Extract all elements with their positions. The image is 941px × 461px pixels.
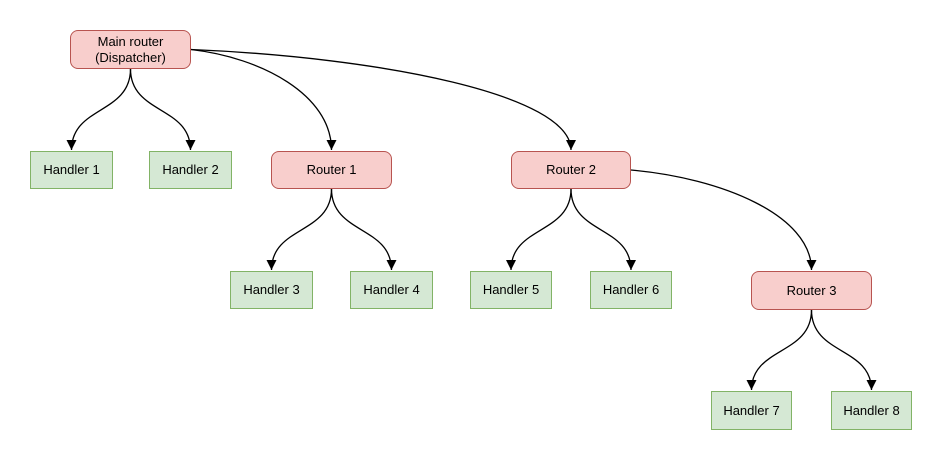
- edge-r1-h4: [330, 188, 397, 271]
- node-handler-4: Handler 4: [350, 271, 433, 309]
- edge-r3-h8: [810, 309, 877, 391]
- edge-main-r1: [190, 48, 337, 151]
- node-handler-3: Handler 3: [230, 271, 313, 309]
- edge-r2-h5: [506, 188, 572, 271]
- edge-r2-r3: [630, 169, 817, 271]
- edge-main-r2: [190, 48, 576, 151]
- edge-main-h2: [129, 68, 196, 151]
- node-handler-2: Handler 2: [149, 151, 232, 189]
- node-handler-1: Handler 1: [30, 151, 113, 189]
- node-router-1: Router 1: [271, 151, 392, 189]
- node-handler-7: Handler 7: [711, 391, 792, 430]
- node-handler-6: Handler 6: [590, 271, 672, 309]
- edge-r2-h6: [570, 188, 636, 271]
- node-main-router: Main router (Dispatcher): [70, 30, 191, 69]
- node-router-2: Router 2: [511, 151, 631, 189]
- edge-r1-h3: [266, 188, 333, 271]
- node-handler-8: Handler 8: [831, 391, 912, 430]
- node-router-3: Router 3: [751, 271, 872, 310]
- edge-main-h1: [66, 68, 132, 151]
- edge-r3-h7: [746, 309, 813, 391]
- node-handler-5: Handler 5: [470, 271, 552, 309]
